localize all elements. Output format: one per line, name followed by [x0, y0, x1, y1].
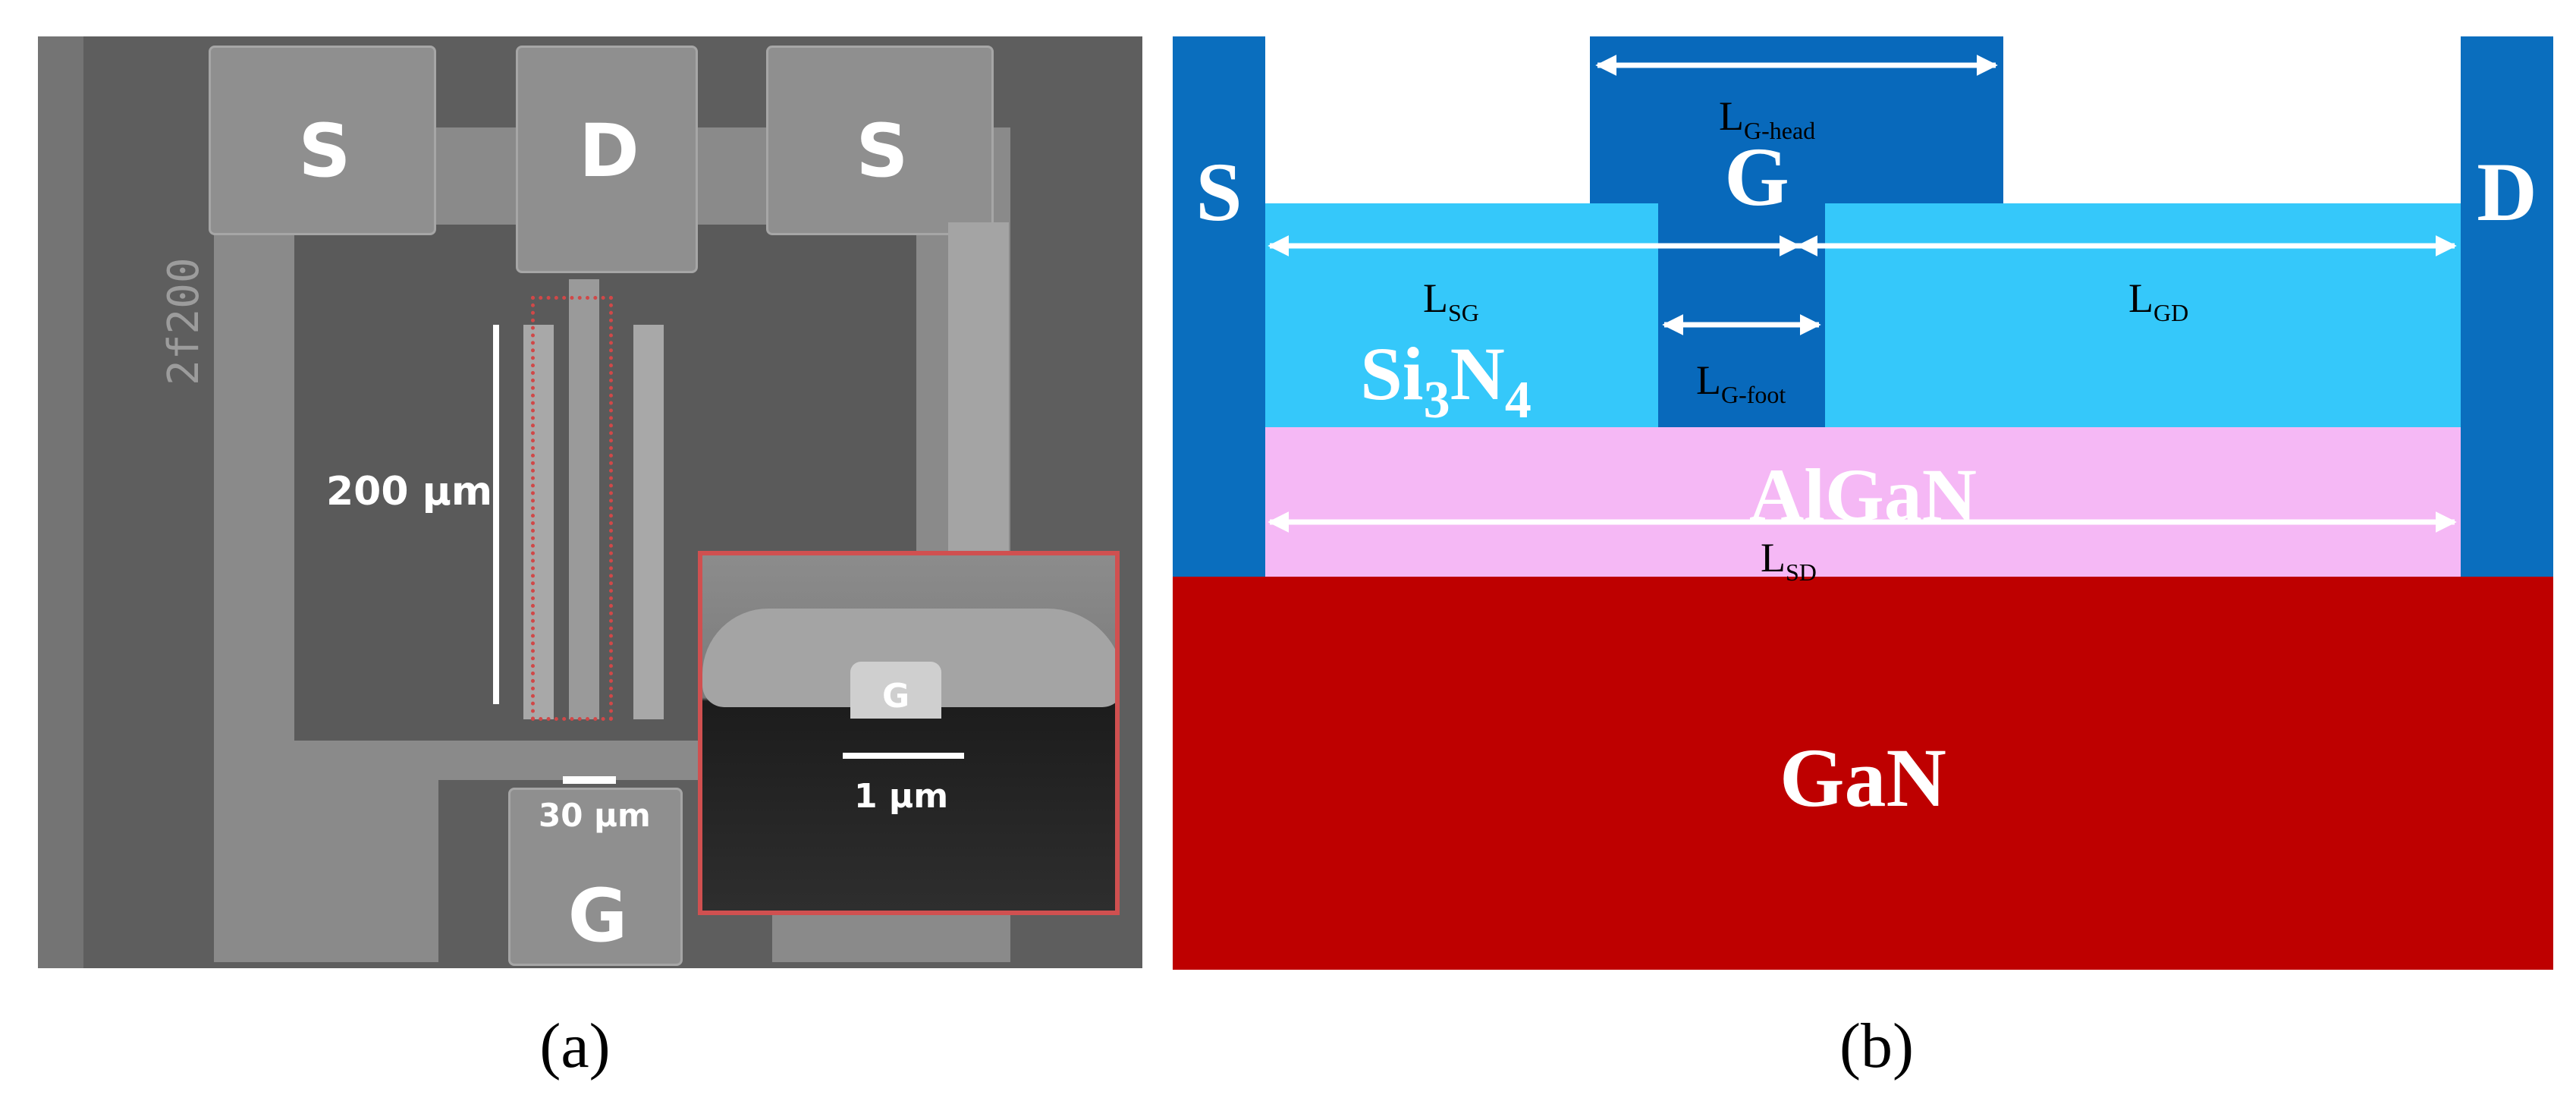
source-pad-right-label: S [856, 109, 909, 193]
left-edge-strip [38, 36, 83, 968]
si3n4-label: Si3N4 [1360, 332, 1531, 429]
drain-electrode: D [2461, 36, 2553, 577]
source-pad-left: S [209, 46, 436, 235]
gan-layer: GaN [1173, 577, 2553, 970]
dim-label-sd: LSD [1761, 535, 1817, 586]
source-pad-left-label: S [298, 109, 351, 193]
finger-center [569, 279, 599, 719]
source-label: S [1195, 146, 1242, 238]
scale-label-30: 30 µm [539, 797, 651, 834]
si3n4-left: Si3N4 [1264, 203, 1658, 427]
highlight-box [531, 296, 613, 721]
scale-bar-200 [493, 325, 499, 704]
gate-pad: G [508, 788, 683, 966]
finger-right [633, 325, 664, 719]
drain-pad: D [516, 46, 698, 273]
scale-label-200: 200 µm [326, 469, 493, 514]
side-text: 2f200 [159, 257, 209, 385]
dim-label-g-head: LG-head [1719, 93, 1816, 144]
inset-gate: G [850, 662, 941, 719]
cross-section-panel: GaN AlGaN Si3N4 G S D LG-head LSG LGD LG… [1173, 36, 2553, 970]
sem-inset: G 1 µm [698, 551, 1120, 915]
dimension-arrows [1268, 55, 2457, 533]
caption-b: (b) [1839, 1011, 1914, 1081]
inset-scale-label: 1 µm [854, 777, 949, 816]
dim-label-gd: LGD [2128, 275, 2189, 326]
gan-label: GaN [1780, 731, 1946, 824]
scale-bar-30 [563, 776, 616, 784]
sem-image-panel: 2f200 S D S G 200 µm 30 µm G 1 µm [38, 36, 1142, 968]
gate-label: G [1724, 131, 1789, 223]
gate-pad-label: G [567, 873, 628, 958]
drain-label: D [2477, 146, 2537, 238]
dim-label-sg: LSG [1423, 275, 1479, 326]
inset-gate-label: G [881, 677, 910, 716]
caption-a: (a) [539, 1011, 611, 1081]
drain-pad-label: D [579, 109, 639, 193]
inset-scale-bar [843, 753, 964, 759]
source-pad-right: S [766, 46, 994, 235]
dim-label-g-foot: LG-foot [1696, 357, 1786, 408]
algan-layer: AlGaN [1264, 427, 2462, 577]
source-electrode: S [1173, 36, 1265, 577]
finger-left [523, 325, 554, 719]
